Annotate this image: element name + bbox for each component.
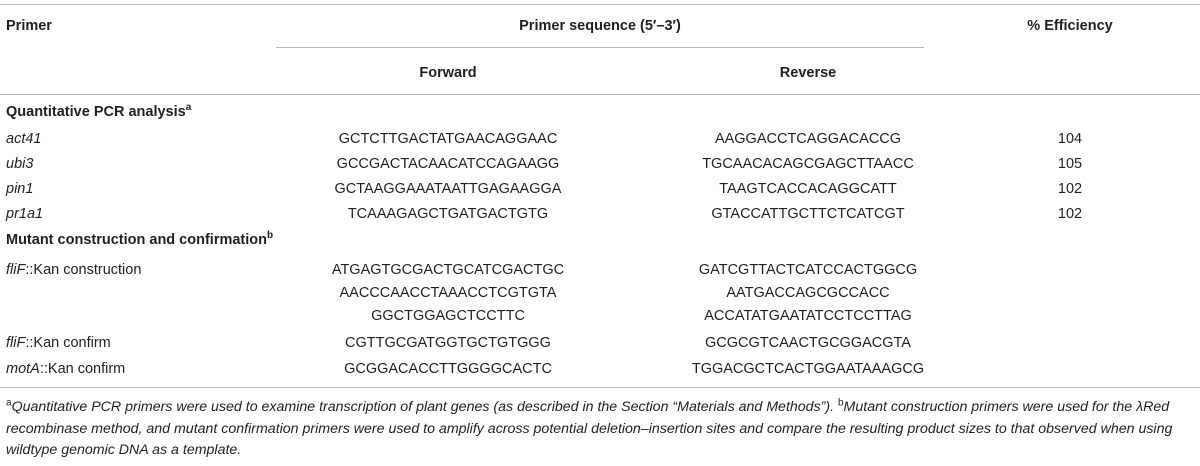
primer-name: pin1 (6, 181, 34, 197)
forward-sequence: CGTTGCGATGGTGCTGTGGG (345, 335, 551, 351)
table-bottom-rule (0, 387, 1200, 388)
forward-sequence: GCGGACACCTTGGGGCACTC (344, 361, 552, 377)
primer-name: fliF::Kan construction (6, 262, 142, 278)
reverse-sequence: GCGCGTCAACTGCGGACGTA (705, 335, 911, 351)
primer-name: act41 (6, 131, 42, 147)
col-header-sequence: Primer sequence (5′–3′) (519, 18, 681, 34)
reverse-sequence: AAGGACCTCAGGACACCG (714, 131, 902, 147)
top-rule (0, 4, 1200, 5)
header-bottom-rule (0, 94, 1200, 95)
forward-sequence: GCCGACTACAACATCCAGAAGG (336, 156, 560, 172)
col-header-efficiency: % Efficiency (1027, 18, 1113, 34)
efficiency-value: 102 (1057, 206, 1083, 222)
reverse-sequence: TAAGTCACCACAGGCATT (719, 181, 897, 197)
forward-sequence: GGCTGGAGCTCCTTC (371, 308, 525, 324)
efficiency-value: 104 (1057, 131, 1083, 147)
reverse-sequence: ACCATATGAATATCCTCCTTAG (704, 308, 912, 324)
forward-sequence: TCAAAGAGCTGATGACTGTG (347, 206, 549, 222)
col-header-reverse: Reverse (779, 65, 837, 81)
primer-name: motA::Kan confirm (6, 361, 126, 377)
forward-sequence: GCTCTTGACTATGAACAGGAAC (338, 131, 558, 147)
reverse-sequence: GTACCATTGCTTCTCATCGT (711, 206, 905, 222)
sequence-header-rule (276, 47, 924, 48)
reverse-sequence: GATCGTTACTCATCCACTGGCG (698, 262, 918, 278)
table-footnote: aQuantitative PCR primers were used to e… (6, 397, 1173, 458)
section-title-qpcr: Quantitative PCR analysisa (6, 102, 192, 120)
primer-name: ubi3 (6, 156, 34, 172)
section-title-mutant: Mutant construction and confirmationb (6, 230, 274, 248)
reverse-sequence: TGGACGCTCACTGGAATAAAGCG (691, 361, 925, 377)
primer-name: pr1a1 (6, 206, 44, 222)
efficiency-value: 105 (1057, 156, 1083, 172)
reverse-sequence: AATGACCAGCGCCACC (726, 285, 890, 301)
col-header-primer: Primer (6, 18, 52, 34)
forward-sequence: ATGAGTGCGACTGCATCGACTGC (331, 262, 565, 278)
forward-sequence: GCTAAGGAAATAATTGAGAAGGA (334, 181, 562, 197)
efficiency-value: 102 (1057, 181, 1083, 197)
forward-sequence: AACCCAACCTAAACCTCGTGTA (339, 285, 557, 301)
primer-name: fliF::Kan confirm (6, 335, 111, 351)
col-header-forward: Forward (419, 65, 477, 81)
reverse-sequence: TGCAACACAGCGAGCTTAACC (702, 156, 914, 172)
